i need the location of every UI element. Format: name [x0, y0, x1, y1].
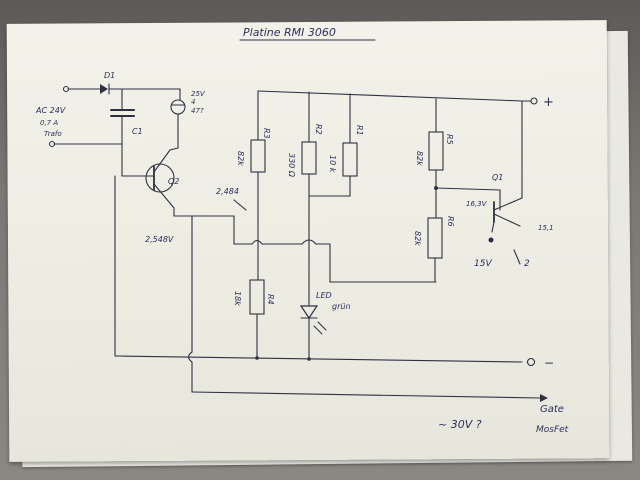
wire-q1-base: [435, 187, 501, 191]
q2-emitter: [153, 183, 175, 209]
r2-body: [301, 141, 317, 175]
input-label-1: AC 24V: [35, 106, 66, 115]
q1-emitter: [493, 213, 521, 227]
plus-terminal: [530, 97, 538, 105]
input-label-2: 0,7 A: [40, 119, 58, 127]
wire-q2-collector: [169, 147, 179, 151]
r2-label: R2: [314, 124, 323, 135]
r6-body: [427, 217, 443, 259]
gate-label-2: MosFet: [536, 425, 569, 435]
r1-value: 10 k: [328, 155, 337, 173]
led-label: LED: [316, 291, 332, 300]
r5-value: 82k: [415, 151, 424, 166]
r3-value: 82k: [236, 151, 245, 166]
r1-label: R1: [355, 125, 364, 136]
rail-minus: [114, 355, 523, 363]
wire-gate-out: [191, 391, 541, 399]
d1-label: D1: [104, 71, 115, 80]
diode-d1-symbol: [100, 84, 108, 94]
q1-measure-value: 2: [524, 259, 530, 269]
r5-body: [428, 131, 444, 171]
gate-arrow: [540, 394, 548, 402]
cap2-rating-3: 47?: [191, 107, 204, 115]
cap2-rating-2: 4: [191, 98, 195, 106]
q1-base-voltage: 16,3V: [466, 200, 488, 208]
q2-label: Q2: [168, 177, 179, 186]
led-arrow-1: [317, 321, 327, 331]
cap2-body: [170, 99, 186, 115]
q1-label: Q1: [492, 173, 503, 182]
led-arrow-2: [313, 325, 323, 335]
q1-15v-label: 15V: [474, 259, 492, 269]
voltage-2484: 2,484: [216, 187, 239, 196]
plus-label: +: [543, 95, 554, 110]
r1-body: [342, 142, 358, 177]
diagram-title: Platine RMI 3060: [243, 26, 336, 39]
input-label-3: Trafo: [44, 130, 62, 138]
led-symbol: [299, 305, 319, 320]
q1-collector: [493, 197, 523, 211]
wire-hop-1: [251, 239, 263, 245]
c1-label: C1: [132, 127, 143, 136]
r3-body: [250, 139, 266, 173]
gate-label: Gate: [540, 404, 564, 415]
minus-label: −: [544, 356, 554, 370]
voltage-2484-arrow: [233, 199, 247, 211]
rail-plus: [257, 90, 523, 102]
wire-q1-emitter: [491, 221, 495, 233]
q1-measure-arrow: [513, 249, 521, 265]
wire-gate-hop: [187, 351, 193, 363]
q2-collector: [153, 149, 171, 173]
cap2-rating-1: 25V: [191, 90, 206, 98]
r2-value: 330 Ω: [287, 153, 296, 178]
led-color: grün: [332, 302, 351, 311]
node-led-gnd: [307, 357, 311, 361]
wire-hop-2: [301, 239, 317, 245]
r3-label: R3: [262, 128, 271, 139]
r4-label: R4: [266, 294, 275, 305]
r4-body: [249, 279, 265, 315]
q2-emitter-voltage: 2,548V: [145, 235, 174, 244]
q1-emitter-voltage: 15,1: [538, 224, 554, 232]
r6-value: 82k: [413, 231, 422, 246]
r4-value: 18k: [233, 291, 242, 306]
node-r4-gnd: [255, 356, 259, 360]
r5-label: R5: [445, 134, 454, 145]
gate-voltage: ~ 30V ?: [438, 418, 482, 431]
r6-label: R6: [446, 216, 455, 227]
minus-terminal: [526, 357, 536, 367]
q1-emitter-terminal: [488, 237, 494, 243]
